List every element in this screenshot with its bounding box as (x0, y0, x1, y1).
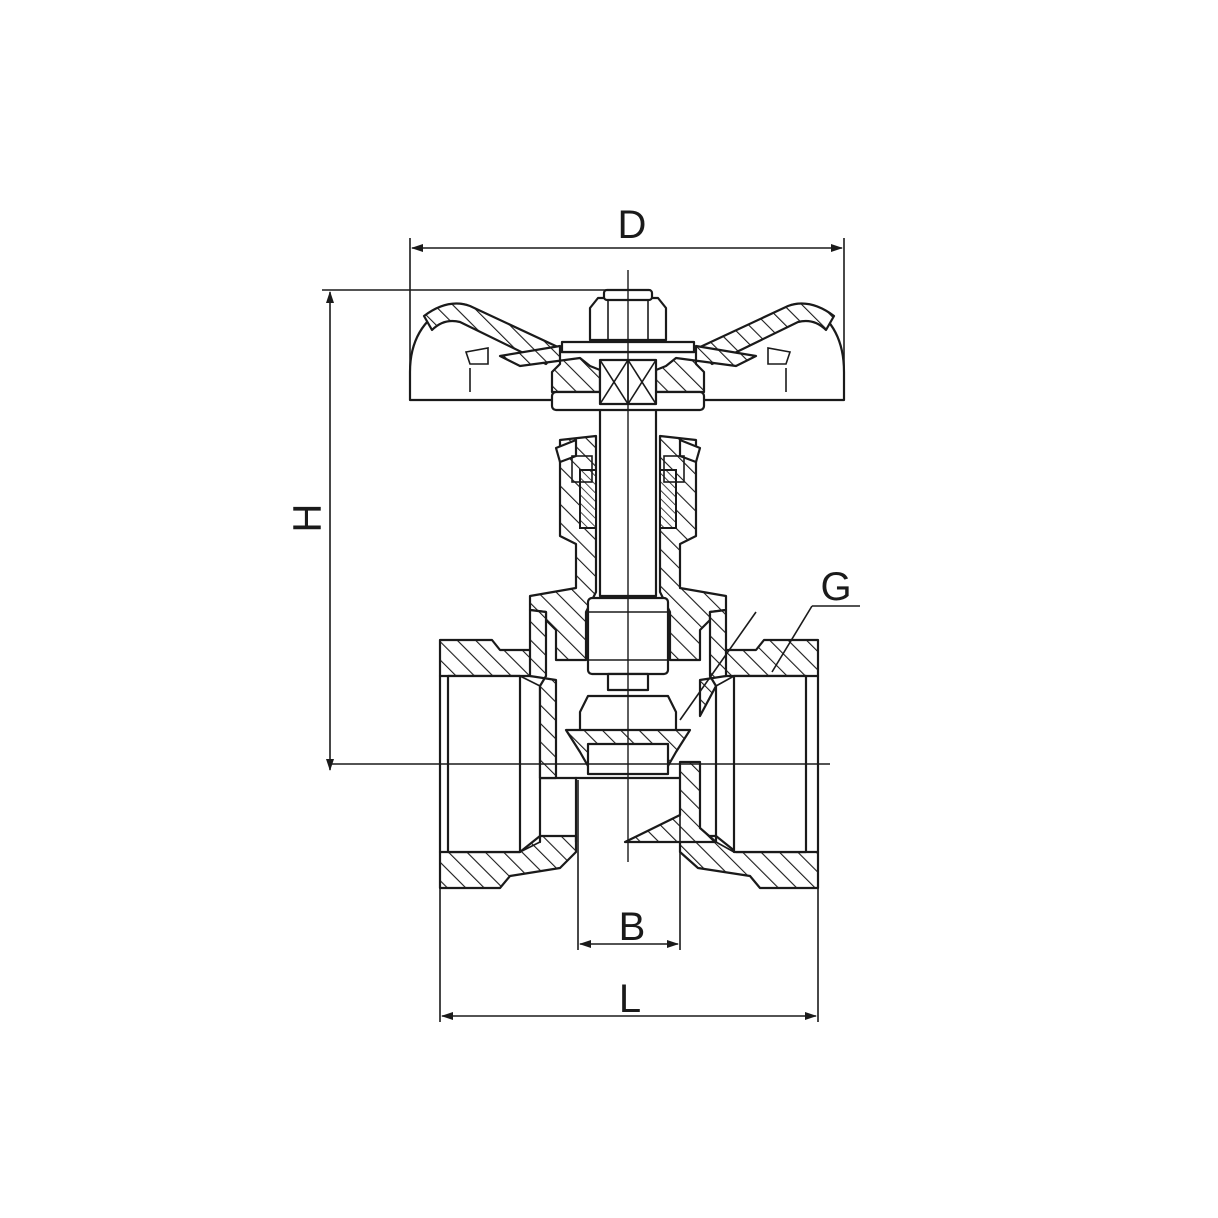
bonnet (528, 434, 728, 780)
label-D: D (618, 203, 647, 247)
label-G: G (820, 565, 851, 609)
dimension-lines (322, 238, 860, 1022)
centerlines (330, 270, 830, 862)
label-B: B (619, 905, 646, 949)
handwheel (408, 288, 846, 412)
dimension-labels: D H G B L (286, 203, 852, 1021)
label-H: H (286, 504, 330, 533)
label-L: L (619, 977, 641, 1021)
